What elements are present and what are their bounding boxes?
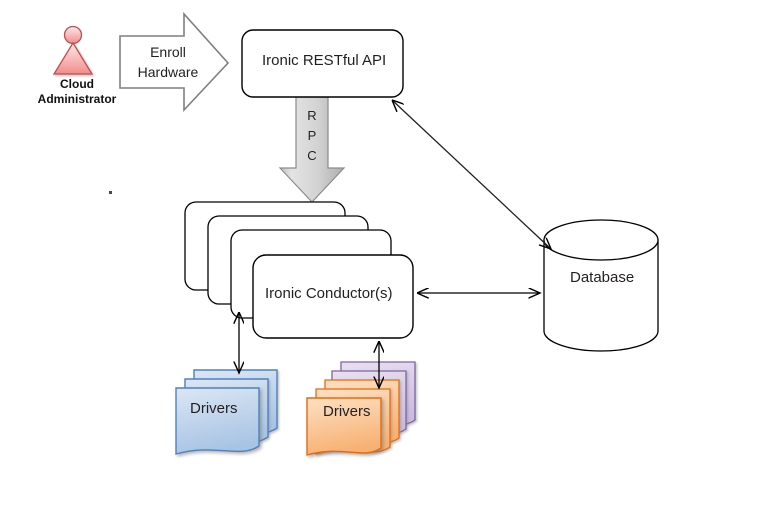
database-cylinder[interactable] [543,219,659,352]
ironic-conductors-stack[interactable] [184,201,414,339]
cloud-administrator-icon [52,25,94,75]
drivers-orange-stack[interactable] [306,361,416,456]
ironic-restful-api-box[interactable] [241,29,404,98]
rpc-block-arrow [278,96,346,203]
drivers-blue-stack[interactable] [175,369,278,455]
enroll-hardware-block-arrow [119,11,230,113]
stray-dot-artifact [109,191,112,194]
api-database-connector [392,100,551,249]
